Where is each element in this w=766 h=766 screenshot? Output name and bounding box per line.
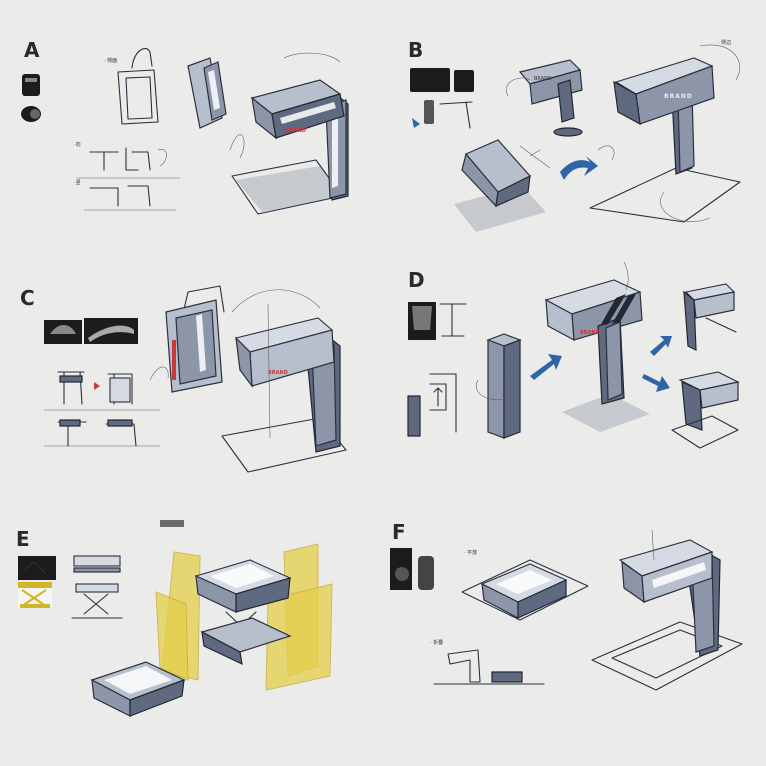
panel-c-sketches: BRAND (44, 285, 347, 473)
brand-mark-c-side: BRAND (268, 370, 288, 376)
reference-photo-speaker (22, 74, 40, 96)
panel-f-sketches: · 平放 · 折叠 (390, 529, 743, 691)
svg-text:·向: ·向 (74, 141, 81, 148)
svg-text:BRAND: BRAND (534, 76, 552, 82)
svg-text:· 侧面: · 侧面 (104, 57, 117, 64)
svg-text:·竖: ·竖 (74, 179, 81, 186)
reference-photo-console (410, 68, 450, 92)
panel-b-sketches: BRAND BRAND · 侧边 (410, 39, 741, 232)
brand-mark-d-side: BRAND (580, 330, 600, 336)
svg-text:· 平放: · 平放 (464, 549, 477, 556)
panel-label-c: C (20, 286, 36, 310)
svg-text:· 折叠: · 折叠 (430, 639, 443, 646)
panel-d-sketches: BRAND (407, 261, 740, 449)
panel-label-e: E (16, 527, 31, 551)
panel-label-a: A (24, 38, 41, 62)
svg-text:· 侧边: · 侧边 (718, 39, 731, 46)
reference-photo-e1 (18, 556, 56, 580)
panel-e-sketches (18, 520, 333, 717)
brand-mark-b-large: BRAND (664, 93, 693, 100)
panel-a-sketches: · 侧面 ·向 ·竖 BRAND (21, 48, 349, 215)
svg-text:BRAND: BRAND (286, 128, 306, 134)
reference-photo-f2 (418, 556, 434, 590)
panel-label-d: D (408, 268, 426, 292)
panel-label-f: F (392, 520, 407, 544)
panel-label-b: B (408, 38, 425, 62)
gray-swatch (160, 520, 184, 527)
